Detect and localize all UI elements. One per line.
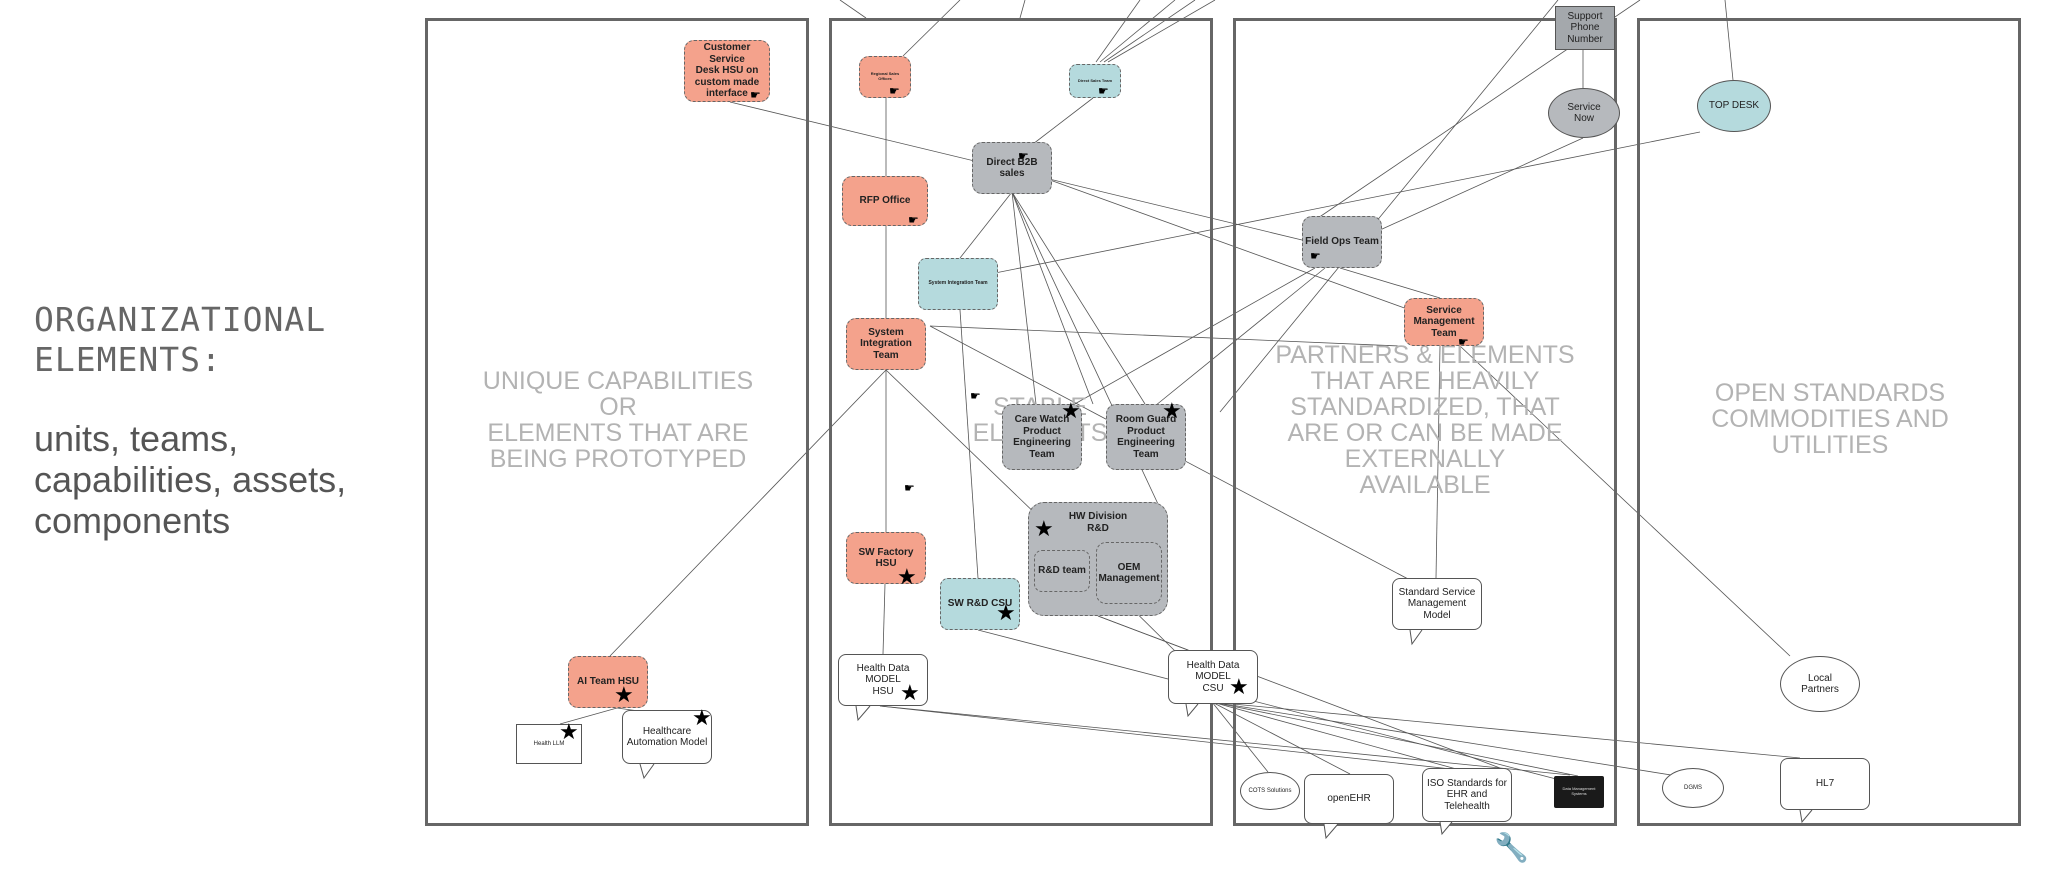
- wrench-icon: 🔧: [1494, 832, 1529, 863]
- side-subtitle: units, teams, capabilities, assets, comp…: [34, 418, 347, 541]
- handshake-icon: ☛: [904, 481, 915, 495]
- node-local-partners: Local Partners: [1780, 656, 1860, 712]
- node-health-data-model-hsu: Health Data MODEL HSU: [838, 654, 928, 706]
- node-health-llm: Health LLM: [516, 724, 582, 764]
- node-regional-sales: Regional Sales Offices: [859, 56, 911, 98]
- node-support-phone: Support Phone Number: [1555, 6, 1615, 50]
- star-icon: ★: [897, 564, 917, 589]
- star-icon: ★: [692, 705, 712, 730]
- handshake-icon: ☛: [970, 389, 981, 403]
- node-sw-factory: SW Factory HSU: [846, 532, 926, 584]
- column-unique: [425, 18, 809, 826]
- star-icon: ★: [900, 680, 920, 705]
- column-title-unique: UNIQUE CAPABILITIES OR ELEMENTS THAT ARE…: [482, 367, 754, 473]
- node-health-data-model-csu: Health Data MODEL CSU: [1168, 650, 1258, 704]
- node-direct-b2b-sales: Direct B2B sales: [972, 142, 1052, 194]
- node-room-guard: Room Guard Product Engineering Team: [1106, 404, 1186, 470]
- node-system-integration-team-small: System Integration Team: [918, 258, 998, 310]
- star-icon: ★: [614, 682, 634, 707]
- node-cots-solutions: COTS Solutions: [1240, 772, 1300, 810]
- column-title-open: OPEN STANDARDS COMMODITIES AND UTILITIES: [1711, 379, 1949, 459]
- handshake-icon: ☛: [1458, 335, 1469, 349]
- node-dgms: DGMS: [1662, 768, 1724, 808]
- node-hl7: HL7: [1780, 758, 1870, 810]
- handshake-icon: ☛: [750, 88, 761, 102]
- handshake-icon: ☛: [1018, 149, 1029, 163]
- node-openehr: openEHR: [1304, 774, 1394, 824]
- node-ai-team: AI Team HSU: [568, 656, 648, 708]
- star-icon: ★: [559, 719, 579, 744]
- node-top-desk: TOP DESK: [1697, 80, 1771, 132]
- handshake-icon: ☛: [1310, 249, 1321, 263]
- node-standard-service-model: Standard Service Management Model: [1392, 578, 1482, 630]
- node-field-ops-team: Field Ops Team: [1302, 216, 1382, 268]
- node-direct-sales-team: Direct Sales Team: [1069, 64, 1121, 98]
- handshake-icon: ☛: [908, 213, 919, 227]
- node-sw-rd-csu: SW R&D CSU: [940, 578, 1020, 630]
- node-oem-management: OEM Management: [1096, 542, 1162, 604]
- column-title-partners: PARTNERS & ELEMENTS THAT ARE HEAVILY STA…: [1275, 341, 1575, 499]
- star-icon: ★: [996, 600, 1016, 625]
- node-system-integration: System Integration Team: [846, 318, 926, 370]
- column-open-standards: [1637, 18, 2021, 826]
- node-rfp-office: RFP Office: [842, 176, 928, 226]
- node-service-management: Service Management Team: [1404, 298, 1484, 346]
- hw-division-label: HW Division R&D: [1068, 511, 1128, 534]
- node-service-now: Service Now: [1548, 88, 1620, 138]
- node-healthcare-automation: Healthcare Automation Model: [622, 710, 712, 764]
- node-data-management: Data Management Systems: [1554, 776, 1604, 808]
- handshake-icon: ☛: [1098, 84, 1109, 98]
- star-icon: ★: [1061, 398, 1081, 423]
- node-rd-team: R&D team: [1034, 550, 1090, 592]
- star-icon: ★: [1034, 516, 1054, 541]
- star-icon: ★: [1162, 398, 1182, 423]
- star-icon: ★: [1229, 674, 1249, 699]
- node-iso-standards: ISO Standards for EHR and Telehealth: [1422, 768, 1512, 822]
- side-title: ORGANIZATIONAL ELEMENTS:: [34, 300, 327, 379]
- column-partners: [1233, 18, 1617, 826]
- handshake-icon: ☛: [889, 84, 900, 98]
- node-customer-service-desk: Customer Service Desk HSU on custom made…: [684, 40, 770, 102]
- node-care-watch: Care Watch Product Engineering Team: [1002, 404, 1082, 470]
- column-stable: [829, 18, 1213, 826]
